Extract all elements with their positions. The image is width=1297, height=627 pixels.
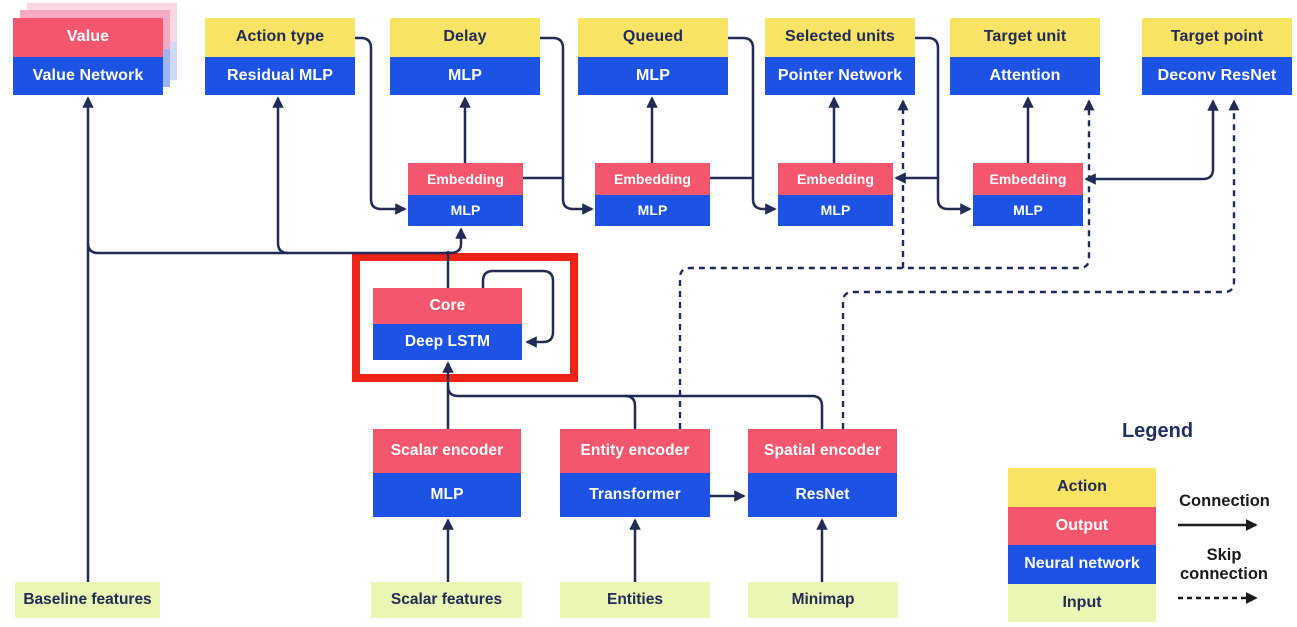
legend-skip-connection-label: Skip connection — [1176, 546, 1272, 584]
embedding-mlp-label: MLP — [408, 194, 523, 226]
wire-entity-collector-join — [624, 394, 637, 429]
wire-branch-to-action-type — [272, 96, 289, 255]
queued-mlp-label: MLP — [578, 56, 728, 95]
skip-entity-to-attention — [678, 99, 1095, 429]
scalar-encoder-mlp-label: MLP — [373, 473, 521, 517]
legend-row-input: Input — [1008, 583, 1156, 622]
embedding-box-2: Embedding MLP — [595, 163, 710, 226]
entity-encoder-label: Entity encoder — [560, 429, 710, 473]
embedding-label: Embedding — [408, 163, 523, 195]
scalar-encoder-label: Scalar encoder — [373, 429, 521, 473]
legend-row-output: Output — [1008, 506, 1156, 545]
value-network-label: Value Network — [13, 56, 163, 95]
target-unit-label: Target unit — [950, 18, 1100, 57]
skip-connections — [678, 99, 1240, 429]
entities-input: Entities — [560, 582, 710, 618]
entity-encoder-box: Entity encoder Transformer — [560, 429, 710, 517]
resnet-label: ResNet — [748, 473, 897, 517]
target-point-box: Target point Deconv ResNet — [1142, 18, 1292, 95]
action-type-label: Action type — [205, 18, 355, 57]
selected-units-box: Selected units Pointer Network — [765, 18, 915, 95]
embedding-box-4: Embedding MLP — [973, 163, 1083, 226]
baseline-features-input: Baseline features — [15, 582, 160, 618]
legend-row-network: Neural network — [1008, 545, 1156, 584]
action-type-box: Action type Residual MLP — [205, 18, 355, 95]
legend-row-action: Action — [1008, 468, 1156, 507]
skip-label-line2: connection — [1179, 564, 1268, 583]
embedding-mlp-label: MLP — [973, 194, 1083, 226]
core-highlight-box — [352, 253, 578, 382]
delay-mlp-label: MLP — [390, 56, 540, 95]
legend-title: Legend — [1121, 420, 1194, 442]
target-point-label: Target point — [1142, 18, 1292, 57]
wire-encoder-collector — [446, 385, 824, 429]
embedding-label: Embedding — [778, 163, 893, 195]
skip-spatial-to-deconv — [841, 99, 1240, 429]
queued-box: Queued MLP — [578, 18, 728, 95]
embedding-box-1: Embedding MLP — [408, 163, 523, 226]
embedding-label: Embedding — [973, 163, 1083, 195]
embedding-box-3: Embedding MLP — [778, 163, 893, 226]
wire-core-branch-left — [86, 242, 452, 255]
queued-label: Queued — [578, 18, 728, 57]
legend-swatches: Action Output Neural network Input — [1008, 468, 1156, 622]
value-head-box: Value Value Network — [13, 18, 163, 95]
selected-units-label: Selected units — [765, 18, 915, 57]
embedding-mlp-label: MLP — [778, 194, 893, 226]
scalar-features-input: Scalar features — [371, 582, 522, 618]
scalar-encoder-box: Scalar encoder MLP — [373, 429, 521, 517]
attention-label: Attention — [950, 56, 1100, 95]
residual-mlp-label: Residual MLP — [205, 56, 355, 95]
deconv-resnet-label: Deconv ResNet — [1142, 56, 1292, 95]
embedding-label: Embedding — [595, 163, 710, 195]
delay-box: Delay MLP — [390, 18, 540, 95]
delay-label: Delay — [390, 18, 540, 57]
spatial-encoder-label: Spatial encoder — [748, 429, 897, 473]
minimap-input: Minimap — [748, 582, 898, 618]
wire-embedding4-targetpoint — [1084, 99, 1219, 185]
target-unit-box: Target unit Attention — [950, 18, 1100, 95]
transformer-label: Transformer — [560, 473, 710, 517]
skip-label-line1: Skip — [1206, 546, 1242, 564]
spatial-encoder-box: Spatial encoder ResNet — [748, 429, 897, 517]
legend-connection-label: Connection — [1179, 492, 1270, 510]
embedding-mlp-label: MLP — [595, 194, 710, 226]
value-head-label: Value — [13, 18, 163, 57]
pointer-network-label: Pointer Network — [765, 56, 915, 95]
wire-trunk-to-embedding1 — [449, 227, 467, 255]
